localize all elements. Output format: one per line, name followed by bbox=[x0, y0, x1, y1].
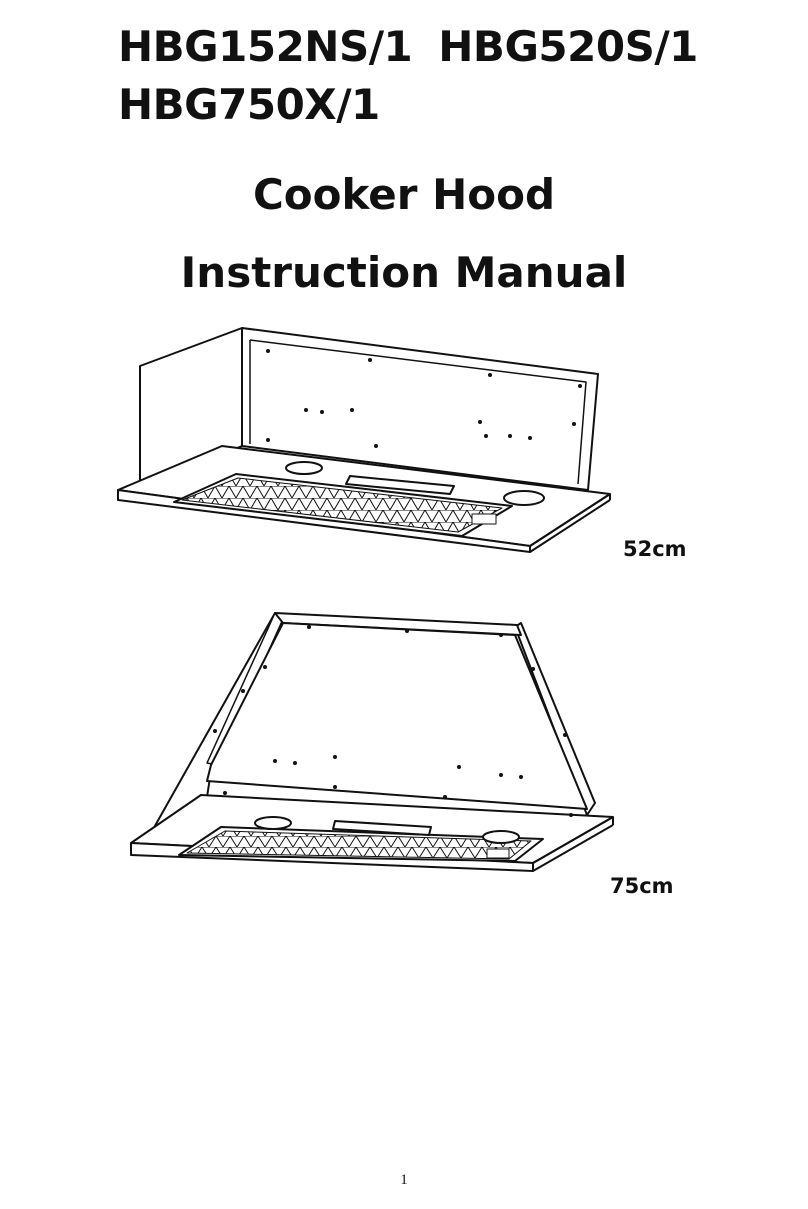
size-label-52cm: 52cm bbox=[623, 537, 687, 561]
size-label-75cm: 75cm bbox=[610, 874, 674, 898]
model-number-3: HBG750X/1 bbox=[118, 80, 380, 129]
model-number-1: HBG152NS/1 bbox=[118, 22, 413, 71]
document-title: Cooker Hood bbox=[252, 170, 556, 219]
document-subtitle: Instruction Manual bbox=[180, 248, 628, 297]
cooker-hood-75cm-drawing bbox=[130, 612, 614, 872]
page-number: 1 bbox=[400, 1172, 408, 1188]
model-number-2: HBG520S/1 bbox=[438, 22, 698, 71]
cooker-hood-52cm-drawing bbox=[117, 327, 611, 553]
model-numbers: HBG152NS/1 HBG520S/1 HBG750X/1 bbox=[118, 18, 698, 134]
